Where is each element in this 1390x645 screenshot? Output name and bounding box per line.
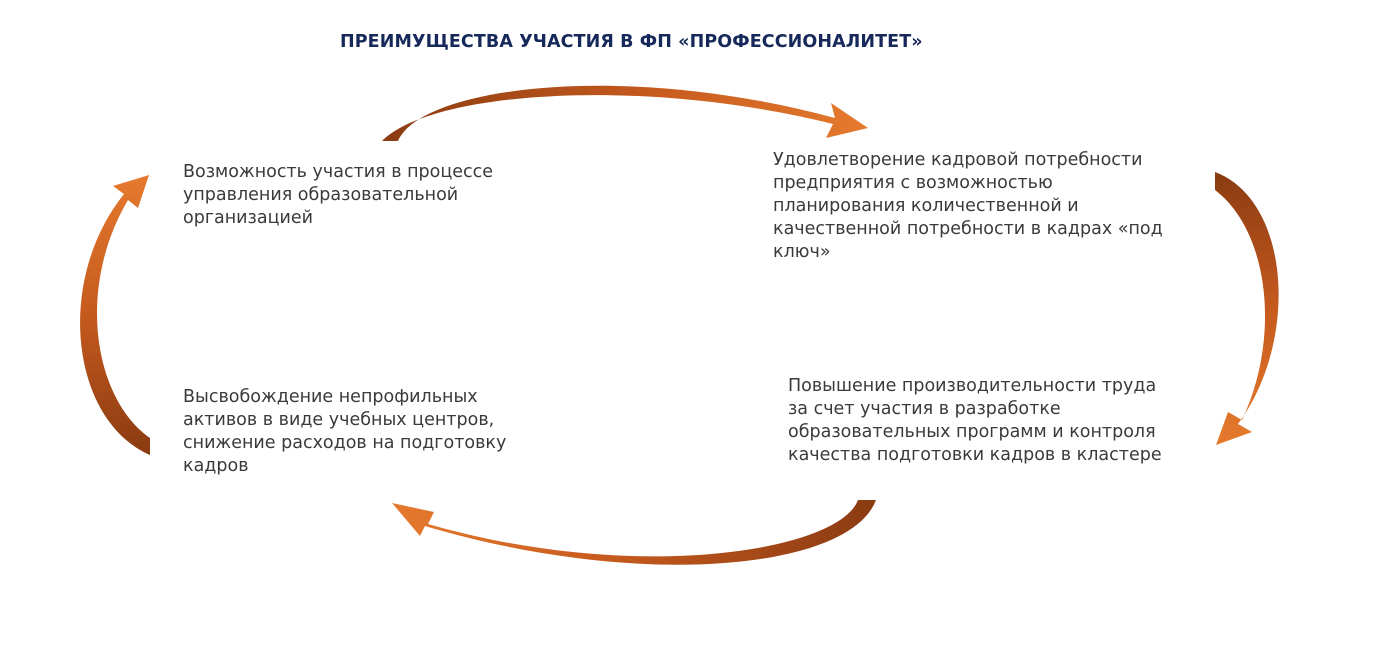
benefit-management-participation: Возможность участия в процессе управлени… <box>183 161 493 230</box>
benefit-text-line: кадров <box>183 456 249 476</box>
benefit-text-line: Повышение производительности труда <box>788 376 1157 396</box>
benefit-text-line: управления образовательной <box>183 185 459 205</box>
arrow-left-arc <box>80 175 150 455</box>
benefit-staffing-needs: Удовлетворение кадровой потребности пред… <box>773 149 1163 264</box>
benefit-text-line: за счет участия в разработке <box>788 399 1061 419</box>
diagram-title: ПРЕИМУЩЕСТВА УЧАСТИЯ В ФП «ПРОФЕССИОНАЛИ… <box>340 32 923 52</box>
benefit-text-line: снижение расходов на подготовку <box>183 433 507 453</box>
arrow-bottom-arc <box>392 500 876 565</box>
benefit-text-line: организацией <box>183 208 314 228</box>
benefit-text-line: Возможность участия в процессе <box>183 162 494 182</box>
benefit-text-line: ключ» <box>773 242 831 262</box>
benefit-text-line: активов в виде учебных центров, <box>183 410 495 430</box>
benefit-asset-release: Высвобождение непрофильных активов в вид… <box>183 386 506 478</box>
benefit-text-line: образовательных программ и контроля <box>788 422 1156 442</box>
benefit-text-line: Высвобождение непрофильных <box>183 387 478 407</box>
arrow-top-arc <box>382 85 868 141</box>
benefit-text-line: предприятия с возможностью <box>773 173 1053 193</box>
arrow-right-arc <box>1215 172 1279 445</box>
benefit-text-line: планирования количественной и <box>773 196 1079 216</box>
benefit-text-line: Удовлетворение кадровой потребности <box>773 150 1143 170</box>
benefit-text-line: качества подготовки кадров в кластере <box>788 445 1162 465</box>
benefit-text-line: качественной потребности в кадрах «под <box>773 219 1163 239</box>
benefit-productivity: Повышение производительности труда за сч… <box>788 375 1162 467</box>
